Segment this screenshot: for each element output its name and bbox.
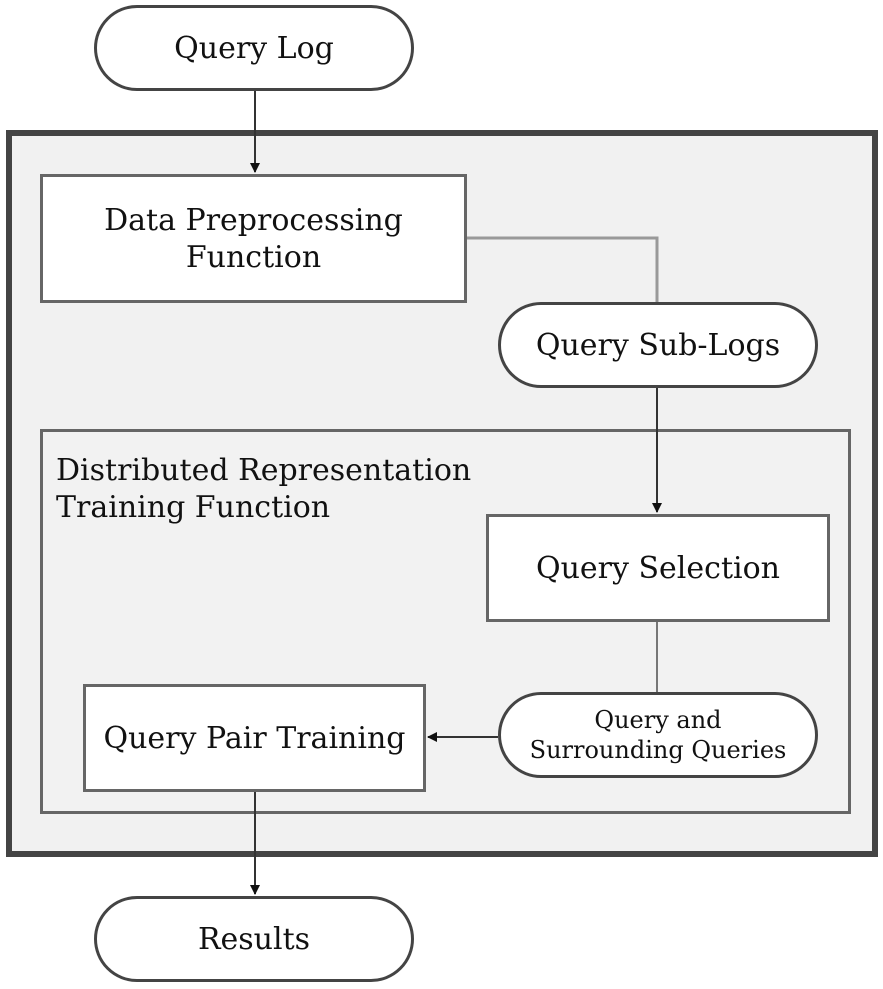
query-sub-logs-node: Query Sub-Logs [498, 302, 818, 388]
query-log-node: Query Log [94, 5, 414, 91]
query-and-surrounding-node: Query and Surrounding Queries [498, 692, 818, 778]
data-preprocessing-node: Data Preprocessing Function [40, 174, 467, 303]
query-pair-training-node: Query Pair Training [83, 684, 426, 792]
results-node: Results [94, 896, 414, 982]
distributed-training-label: Distributed Representation Training Func… [56, 453, 472, 525]
query-selection-node: Query Selection [486, 514, 830, 622]
